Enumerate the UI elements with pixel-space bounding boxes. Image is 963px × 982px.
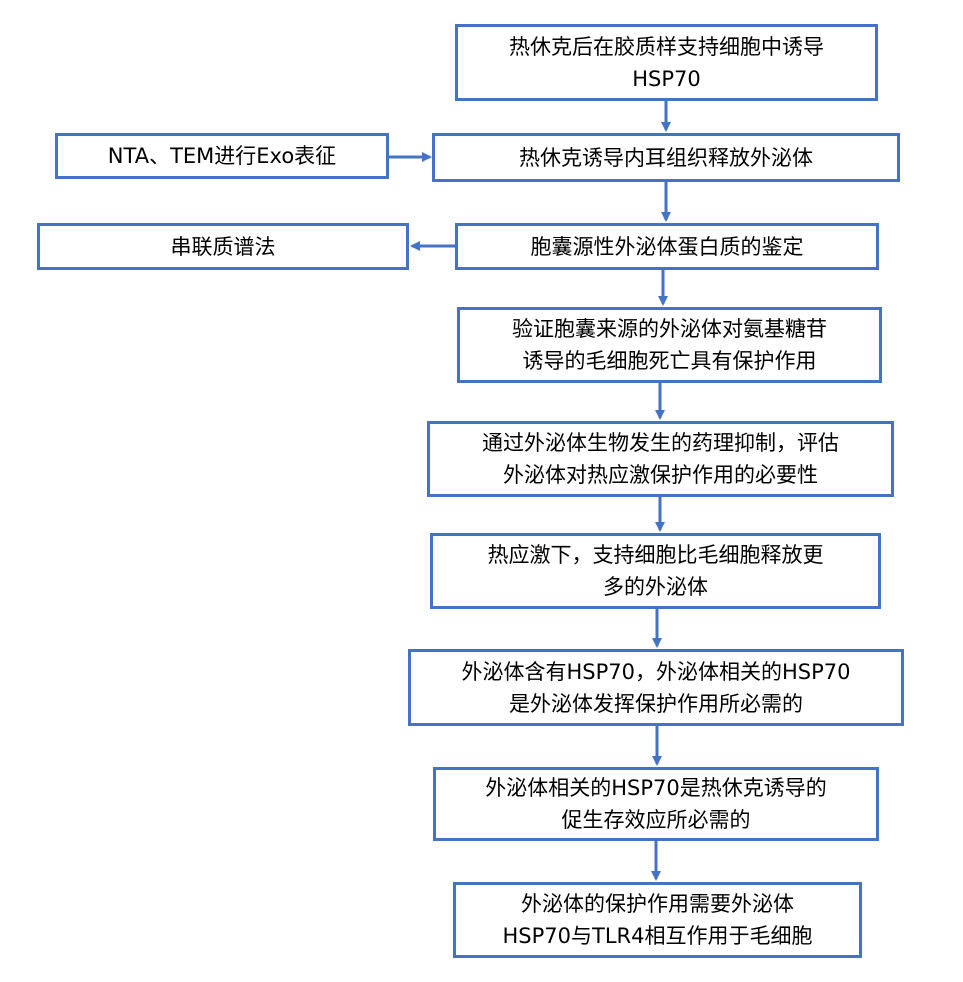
step-5-label: 通过外泌体生物发生的药理抑制，评估 外泌体对热应激保护作用的必要性 bbox=[482, 431, 839, 487]
tandem-ms-box: 串联质谱法 bbox=[37, 223, 409, 270]
step-2-label: 热休克诱导内耳组织释放外泌体 bbox=[519, 145, 813, 170]
step-8-box: 外泌体相关的HSP70是热休克诱导的 促生存效应所必需的 bbox=[433, 767, 879, 841]
step-3-box: 胞囊源性外泌体蛋白质的鉴定 bbox=[455, 223, 879, 270]
step-6-box: 热应激下，支持细胞比毛细胞释放更 多的外泌体 bbox=[430, 533, 881, 609]
step-9-label: 外泌体的保护作用需要外泌体 HSP70与TLR4相互作用于毛细胞 bbox=[502, 892, 813, 948]
characterization-box: NTA、TEM进行Exo表征 bbox=[55, 133, 389, 179]
step-8-label: 外泌体相关的HSP70是热休克诱导的 促生存效应所必需的 bbox=[485, 776, 827, 832]
step-7-box: 外泌体含有HSP70，外泌体相关的HSP70 是外泌体发挥保护作用所必需的 bbox=[408, 649, 904, 726]
step-1-box: 热休克后在胶质样支持细胞中诱导 HSP70 bbox=[455, 24, 878, 101]
characterization-label: NTA、TEM进行Exo表征 bbox=[107, 144, 337, 168]
tandem-ms-label: 串联质谱法 bbox=[170, 234, 276, 259]
step-4-label: 验证胞囊来源的外泌体对氨基糖苷 诱导的毛细胞死亡具有保护作用 bbox=[512, 317, 827, 373]
step-2-box: 热休克诱导内耳组织释放外泌体 bbox=[432, 133, 900, 182]
step-6-label: 热应激下，支持细胞比毛细胞释放更 多的外泌体 bbox=[487, 543, 824, 599]
step-9-box: 外泌体的保护作用需要外泌体 HSP70与TLR4相互作用于毛细胞 bbox=[453, 882, 862, 958]
step-5-box: 通过外泌体生物发生的药理抑制，评估 外泌体对热应激保护作用的必要性 bbox=[427, 421, 894, 497]
step-4-box: 验证胞囊来源的外泌体对氨基糖苷 诱导的毛细胞死亡具有保护作用 bbox=[457, 307, 882, 383]
step-1-label: 热休克后在胶质样支持细胞中诱导 HSP70 bbox=[509, 34, 824, 91]
step-7-label: 外泌体含有HSP70，外泌体相关的HSP70 是外泌体发挥保护作用所必需的 bbox=[461, 659, 851, 716]
step-3-label: 胞囊源性外泌体蛋白质的鉴定 bbox=[530, 234, 804, 259]
